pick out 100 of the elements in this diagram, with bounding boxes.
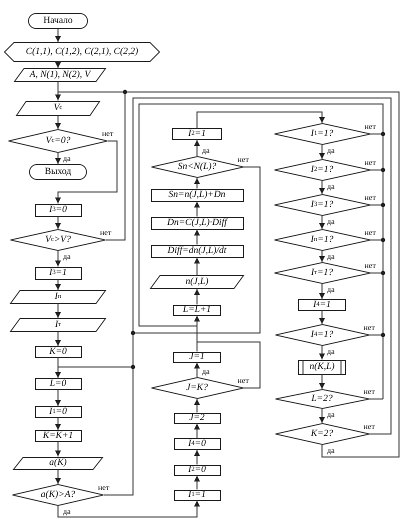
connector-line — [104, 366, 134, 496]
edge-label: нет — [364, 228, 376, 237]
edge-label: нет — [238, 376, 249, 385]
edge-label: нет — [364, 387, 375, 396]
edge-label: да — [327, 410, 335, 419]
edge-label: нет — [364, 422, 375, 431]
flow-arrow — [194, 475, 200, 490]
edge-label: да — [327, 146, 335, 155]
flow-arrow — [194, 201, 200, 217]
process-box: K=0 — [34, 346, 82, 358]
flow-arrow — [319, 144, 325, 160]
edge-label: да — [63, 154, 71, 163]
flow-arrow — [194, 450, 200, 465]
flow-arrow — [319, 180, 325, 194]
flow-arrow — [55, 62, 61, 68]
flow-arrow — [194, 398, 200, 413]
terminal-box: Выход — [29, 164, 87, 180]
terminal-box: Начало — [28, 13, 88, 29]
flow-arrow — [194, 257, 200, 276]
connector-line — [382, 170, 384, 206]
connector-line — [382, 272, 384, 336]
flow-arrow — [55, 390, 61, 406]
input-parallelogram: a(K) — [13, 456, 103, 470]
flow-arrow — [194, 288, 200, 305]
flow-arrow — [55, 469, 61, 484]
flow-arrow — [196, 112, 325, 128]
subroutine-box: n(K,L) — [298, 360, 346, 374]
flow-arrow — [319, 374, 325, 390]
edge-label: да — [327, 217, 335, 226]
flow-arrow — [55, 304, 61, 318]
flow-arrow — [55, 115, 61, 130]
process-box: J=2 — [174, 412, 220, 424]
connector-line — [370, 272, 384, 274]
flow-arrow — [319, 310, 325, 324]
flow-arrow — [194, 315, 200, 326]
connector-line — [196, 342, 198, 352]
edge-label: нет — [364, 323, 375, 332]
edge-label: да — [202, 146, 210, 155]
flow-arrow — [55, 92, 61, 101]
flow-arrow — [319, 216, 325, 230]
connector-line — [132, 332, 134, 368]
flow-arrow — [194, 140, 200, 156]
process-box: L=0 — [34, 378, 82, 390]
process-box: K=K+1 — [34, 430, 82, 442]
connector-line — [370, 204, 384, 206]
flow-arrow — [319, 346, 325, 360]
connector-line — [382, 204, 384, 240]
edge-label: да — [202, 367, 210, 376]
edge-label: нет — [364, 158, 376, 167]
process-box: Diff=dn(J,L)/dt — [150, 244, 244, 258]
flow-arrow — [55, 216, 61, 230]
connector-line — [382, 134, 384, 170]
flow-arrow — [55, 442, 61, 457]
process-box: L=L+1 — [173, 304, 221, 316]
edge-label: нет — [364, 193, 376, 202]
connector-line — [106, 92, 126, 240]
connector-line — [382, 240, 384, 274]
flow-arrow — [55, 152, 61, 164]
flow-arrow — [319, 250, 325, 262]
connector-line — [196, 326, 198, 342]
edge-label: да — [63, 252, 71, 261]
edge-label: да — [327, 285, 335, 294]
flow-arrow — [319, 284, 325, 300]
connector-line — [132, 166, 260, 334]
edge-label: нет — [364, 261, 376, 270]
preparation-hexagon: C(1,1), C(1,2), C(2,1), C(2,2) — [4, 42, 160, 62]
edge-label: нет — [100, 228, 112, 237]
process-box: J=1 — [173, 352, 221, 362]
connector-line — [369, 334, 384, 336]
input-parallelogram: A, N(1), N(2), V — [14, 68, 106, 82]
flow-arrow — [55, 332, 61, 346]
flow-arrow — [55, 250, 61, 267]
process-box: Sn=n(J,L)+Dn — [150, 188, 244, 202]
flow-arrow — [55, 140, 118, 204]
input-parallelogram: n(J,L) — [150, 275, 244, 289]
flow-arrow — [55, 418, 61, 430]
process-box: Dn=C(J,L)·Diff — [150, 216, 244, 230]
connector-line — [369, 398, 384, 400]
edge-label: да — [63, 507, 71, 516]
connector-line — [58, 366, 134, 368]
edge-label: нет — [102, 129, 114, 138]
edge-label: нет — [364, 122, 376, 131]
edge-label: да — [327, 182, 335, 191]
flow-arrow — [319, 408, 325, 424]
edge-label: да — [327, 347, 335, 356]
connector-line — [138, 104, 384, 326]
flow-arrow — [55, 28, 61, 42]
flow-arrow — [194, 229, 200, 245]
flow-arrow — [55, 366, 61, 378]
flow-arrow — [194, 423, 200, 438]
flow-arrow — [55, 279, 61, 290]
connector-line — [196, 342, 260, 388]
flow-arrow — [58, 500, 200, 518]
edge-label: нет — [238, 155, 249, 164]
edge-label: да — [327, 252, 335, 261]
edge-label: нет — [98, 483, 110, 492]
edge-label: да — [327, 446, 335, 455]
connector-line — [382, 334, 384, 400]
flow-arrow — [194, 362, 200, 378]
flow-arrow — [194, 178, 200, 189]
